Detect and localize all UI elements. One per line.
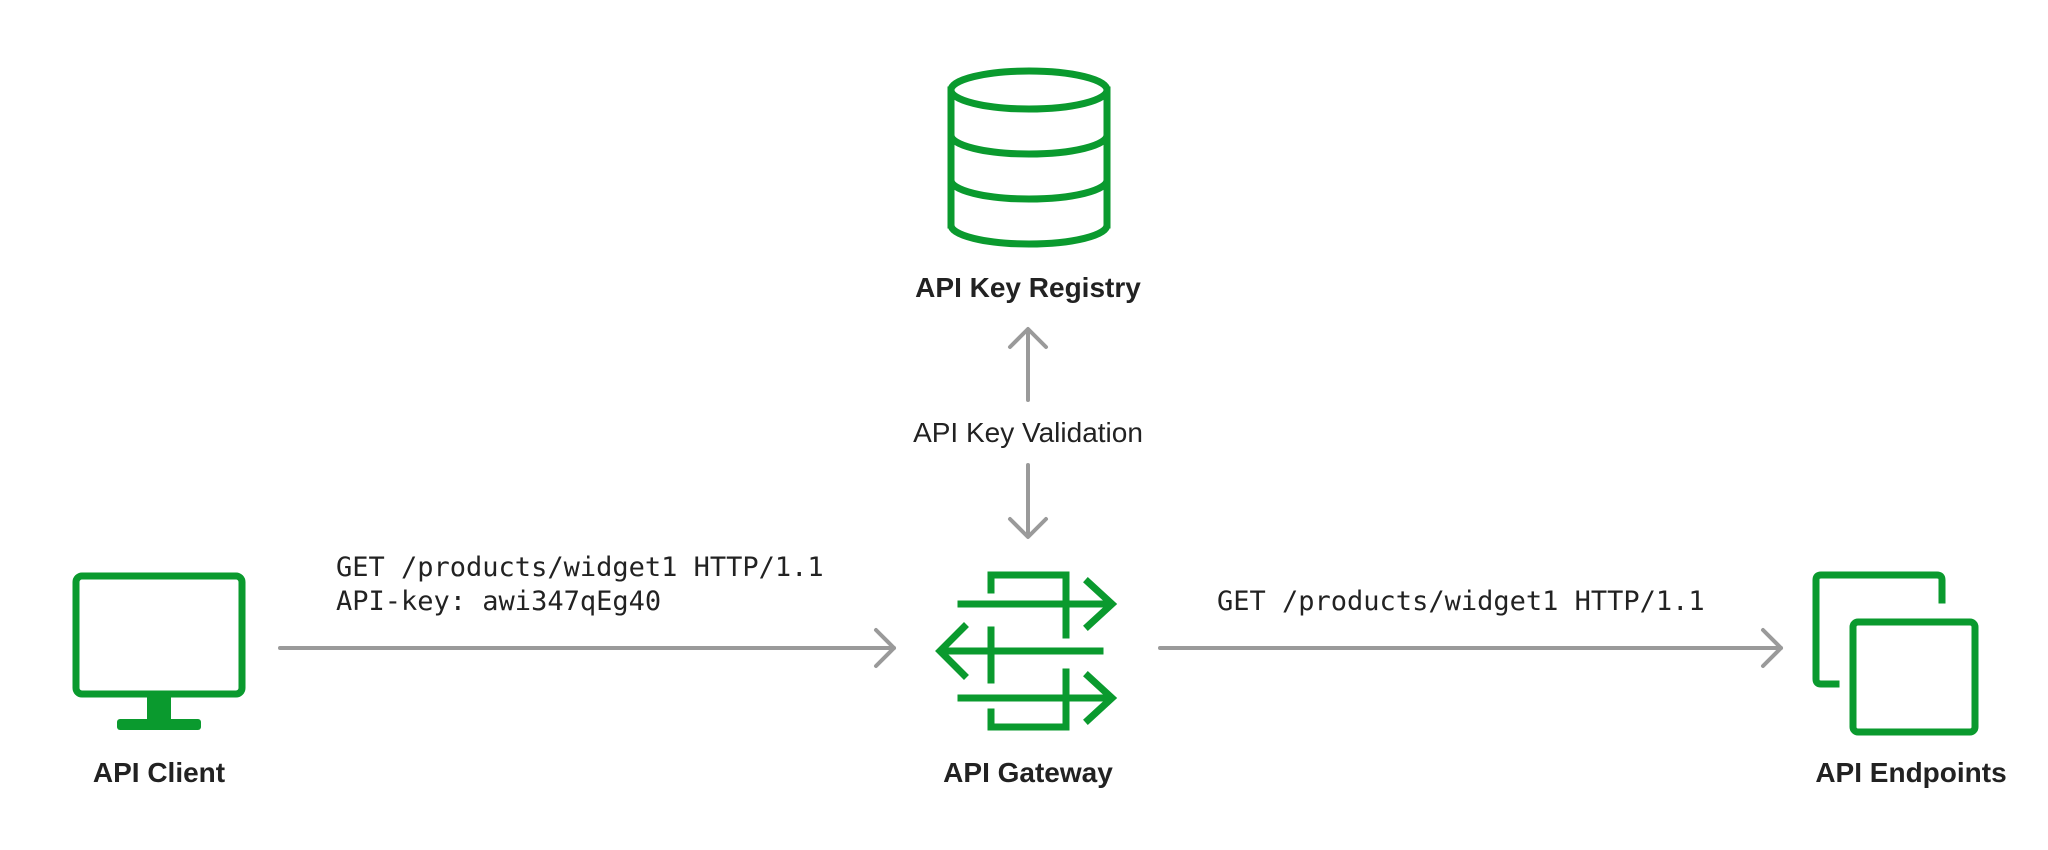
arrow-right-to-endpoints [1158, 628, 1783, 668]
registry-node: API Key Registry [915, 67, 1141, 303]
validation-label: API Key Validation [913, 417, 1143, 448]
gateway-to-endpoints-edge: GET /products/widget1 HTTP/1.1 [1158, 586, 1783, 668]
client-node: API Client [72, 572, 246, 788]
arrow-down-to-gateway [1008, 463, 1048, 539]
arrow-right-to-gateway [278, 628, 896, 668]
database-icon [947, 67, 1111, 248]
client-label: API Client [93, 757, 225, 788]
gateway-node: API Gateway [935, 571, 1118, 788]
endpoints-node: API Endpoints [1812, 571, 2007, 788]
client-to-gateway-edge: GET /products/widget1 HTTP/1.1 API-key: … [278, 552, 896, 668]
client-request-line: GET /products/widget1 HTTP/1.1 [336, 552, 824, 583]
arrow-up-to-registry [1008, 327, 1048, 402]
gateway-arrows-icon [935, 571, 1118, 731]
stacked-windows-icon [1812, 571, 1979, 736]
endpoints-label: API Endpoints [1815, 757, 2006, 788]
registry-label: API Key Registry [915, 272, 1141, 303]
monitor-icon [72, 572, 246, 730]
validation-edge: API Key Validation [913, 327, 1143, 539]
gateway-request-line: GET /products/widget1 HTTP/1.1 [1217, 586, 1705, 617]
gateway-label: API Gateway [943, 757, 1113, 788]
client-api-key-header: API-key: awi347qEg40 [336, 586, 661, 617]
